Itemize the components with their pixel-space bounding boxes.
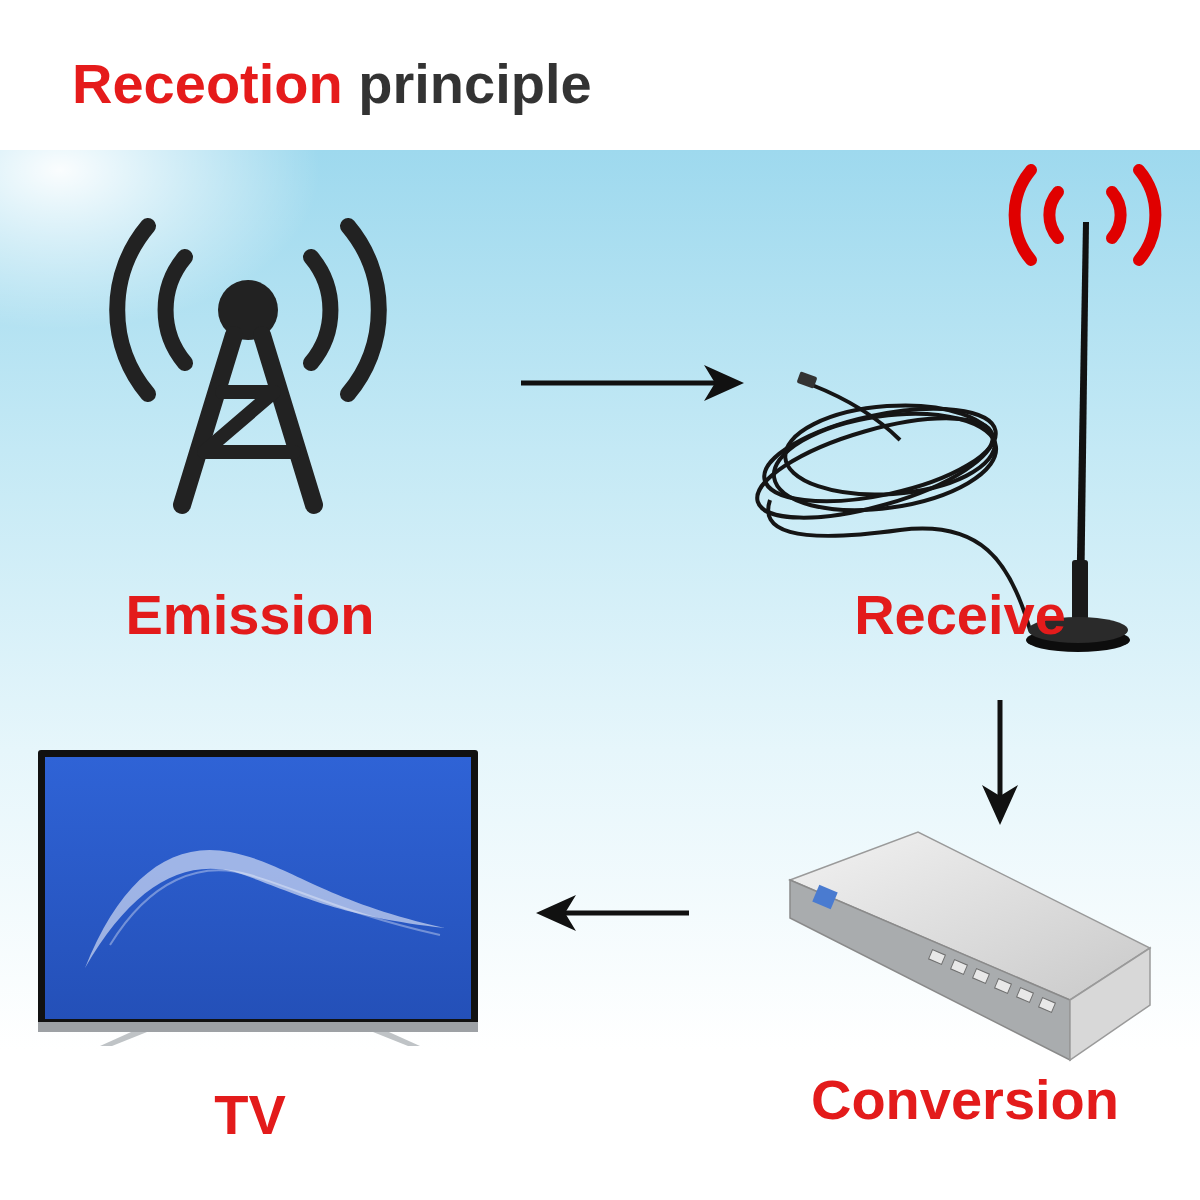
title-area: Receotion principle: [72, 52, 592, 116]
box-button: [973, 969, 990, 984]
cable-end: [812, 385, 900, 440]
flow-arrow: [521, 383, 724, 384]
tv-frame: [38, 750, 478, 1032]
stage-label: Conversion: [774, 1070, 1156, 1130]
box-buttons: [929, 950, 1056, 1013]
box-button: [929, 950, 946, 965]
tower-brace: [204, 392, 294, 452]
arrow-line: [998, 700, 1003, 805]
signal-wave: [1049, 192, 1058, 238]
box-button: [951, 960, 968, 975]
emission-node: Emission: [99, 225, 401, 645]
box-logo: [812, 885, 837, 909]
sun-glare: [0, 150, 1200, 1200]
screen-swoosh-line: [110, 870, 440, 945]
receive-node: Receive: [744, 150, 1176, 645]
antenna-whip: [1076, 222, 1089, 612]
antenna-foot: [1072, 560, 1088, 620]
box-front: [790, 880, 1070, 1060]
arrow-line: [521, 381, 724, 386]
tower-leg: [182, 335, 234, 505]
diagram-title: Receotion principle: [72, 52, 592, 116]
signal-wave: [1112, 192, 1121, 238]
box-side: [1070, 948, 1150, 1060]
conversion-node: Conversion: [774, 820, 1156, 1140]
tower-icon: [117, 226, 379, 505]
tv-node: TV: [29, 745, 471, 1145]
cable-connector: [796, 371, 817, 388]
signal-wave: [166, 257, 185, 363]
stage-label: Emission: [99, 585, 401, 645]
box-button: [1017, 988, 1034, 1003]
signal-wave: [1015, 170, 1031, 260]
tower-leg: [262, 335, 314, 505]
signal-wave: [311, 257, 330, 363]
signal-wave: [1139, 170, 1155, 260]
box-button: [995, 979, 1012, 994]
signal-wave: [117, 226, 148, 394]
stage-label: Receive: [744, 585, 1176, 645]
arrow-line: [556, 911, 689, 916]
flow-arrow: [556, 913, 689, 914]
tv-screen: [45, 757, 471, 1019]
screen-swoosh: [85, 850, 445, 968]
set-top-box: [790, 832, 1150, 1060]
flow-arrow: [1000, 700, 1001, 805]
box-button: [1039, 998, 1056, 1013]
signal-wave: [348, 226, 379, 394]
antenna-picture: [747, 170, 1155, 652]
tv-picture: [38, 750, 478, 1046]
cable-loop: [782, 399, 998, 501]
tv-bezel: [38, 1022, 478, 1032]
stage-label: TV: [29, 1085, 471, 1145]
